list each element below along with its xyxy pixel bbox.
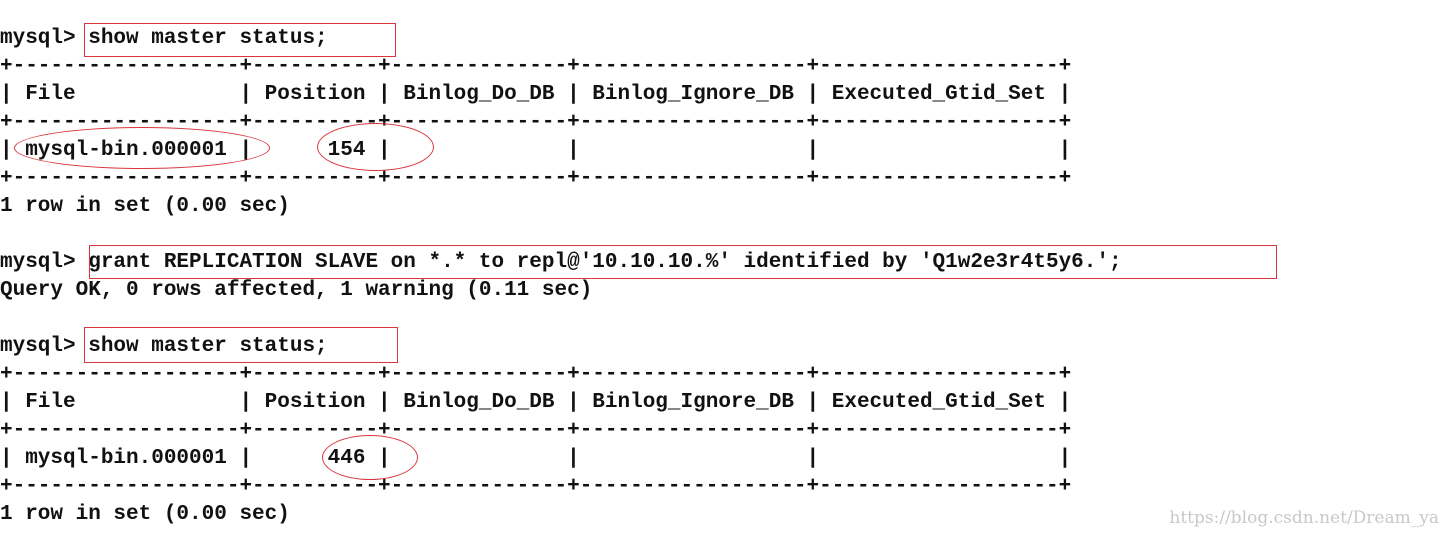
file-highlight-oval: [14, 127, 270, 169]
command-highlight-box: [84, 23, 396, 57]
table-header-row: | File | Position | Binlog_Do_DB | Binlo…: [0, 391, 1072, 414]
result-summary: 1 row in set (0.00 sec): [0, 503, 290, 526]
position-highlight-oval: [317, 123, 434, 171]
table-border-mid: +------------------+----------+---------…: [0, 419, 1072, 442]
result-summary: 1 row in set (0.00 sec): [0, 195, 290, 218]
table-border-mid: +------------------+----------+---------…: [0, 111, 1072, 134]
position-highlight-oval: [322, 435, 418, 480]
table-row: | mysql-bin.000001 | 446 | | | |: [0, 447, 1072, 470]
watermark: https://blog.csdn.net/Dream_ya: [1169, 508, 1439, 528]
table-border-top: +------------------+----------+---------…: [0, 55, 1072, 78]
table-border-top: +------------------+----------+---------…: [0, 363, 1072, 386]
table-border-bottom: +------------------+----------+---------…: [0, 475, 1072, 498]
command-highlight-box: [89, 245, 1277, 279]
query-ok-message: Query OK, 0 rows affected, 1 warning (0.…: [0, 279, 593, 302]
table-header-row: | File | Position | Binlog_Do_DB | Binlo…: [0, 83, 1072, 106]
command-line-show-master-status: mysql> show master status;: [0, 27, 328, 50]
command-line-grant: mysql> grant REPLICATION SLAVE on *.* to…: [0, 251, 1122, 274]
command-highlight-box: [84, 327, 398, 363]
command-line-show-master-status: mysql> show master status;: [0, 335, 328, 358]
table-border-bottom: +------------------+----------+---------…: [0, 167, 1072, 190]
